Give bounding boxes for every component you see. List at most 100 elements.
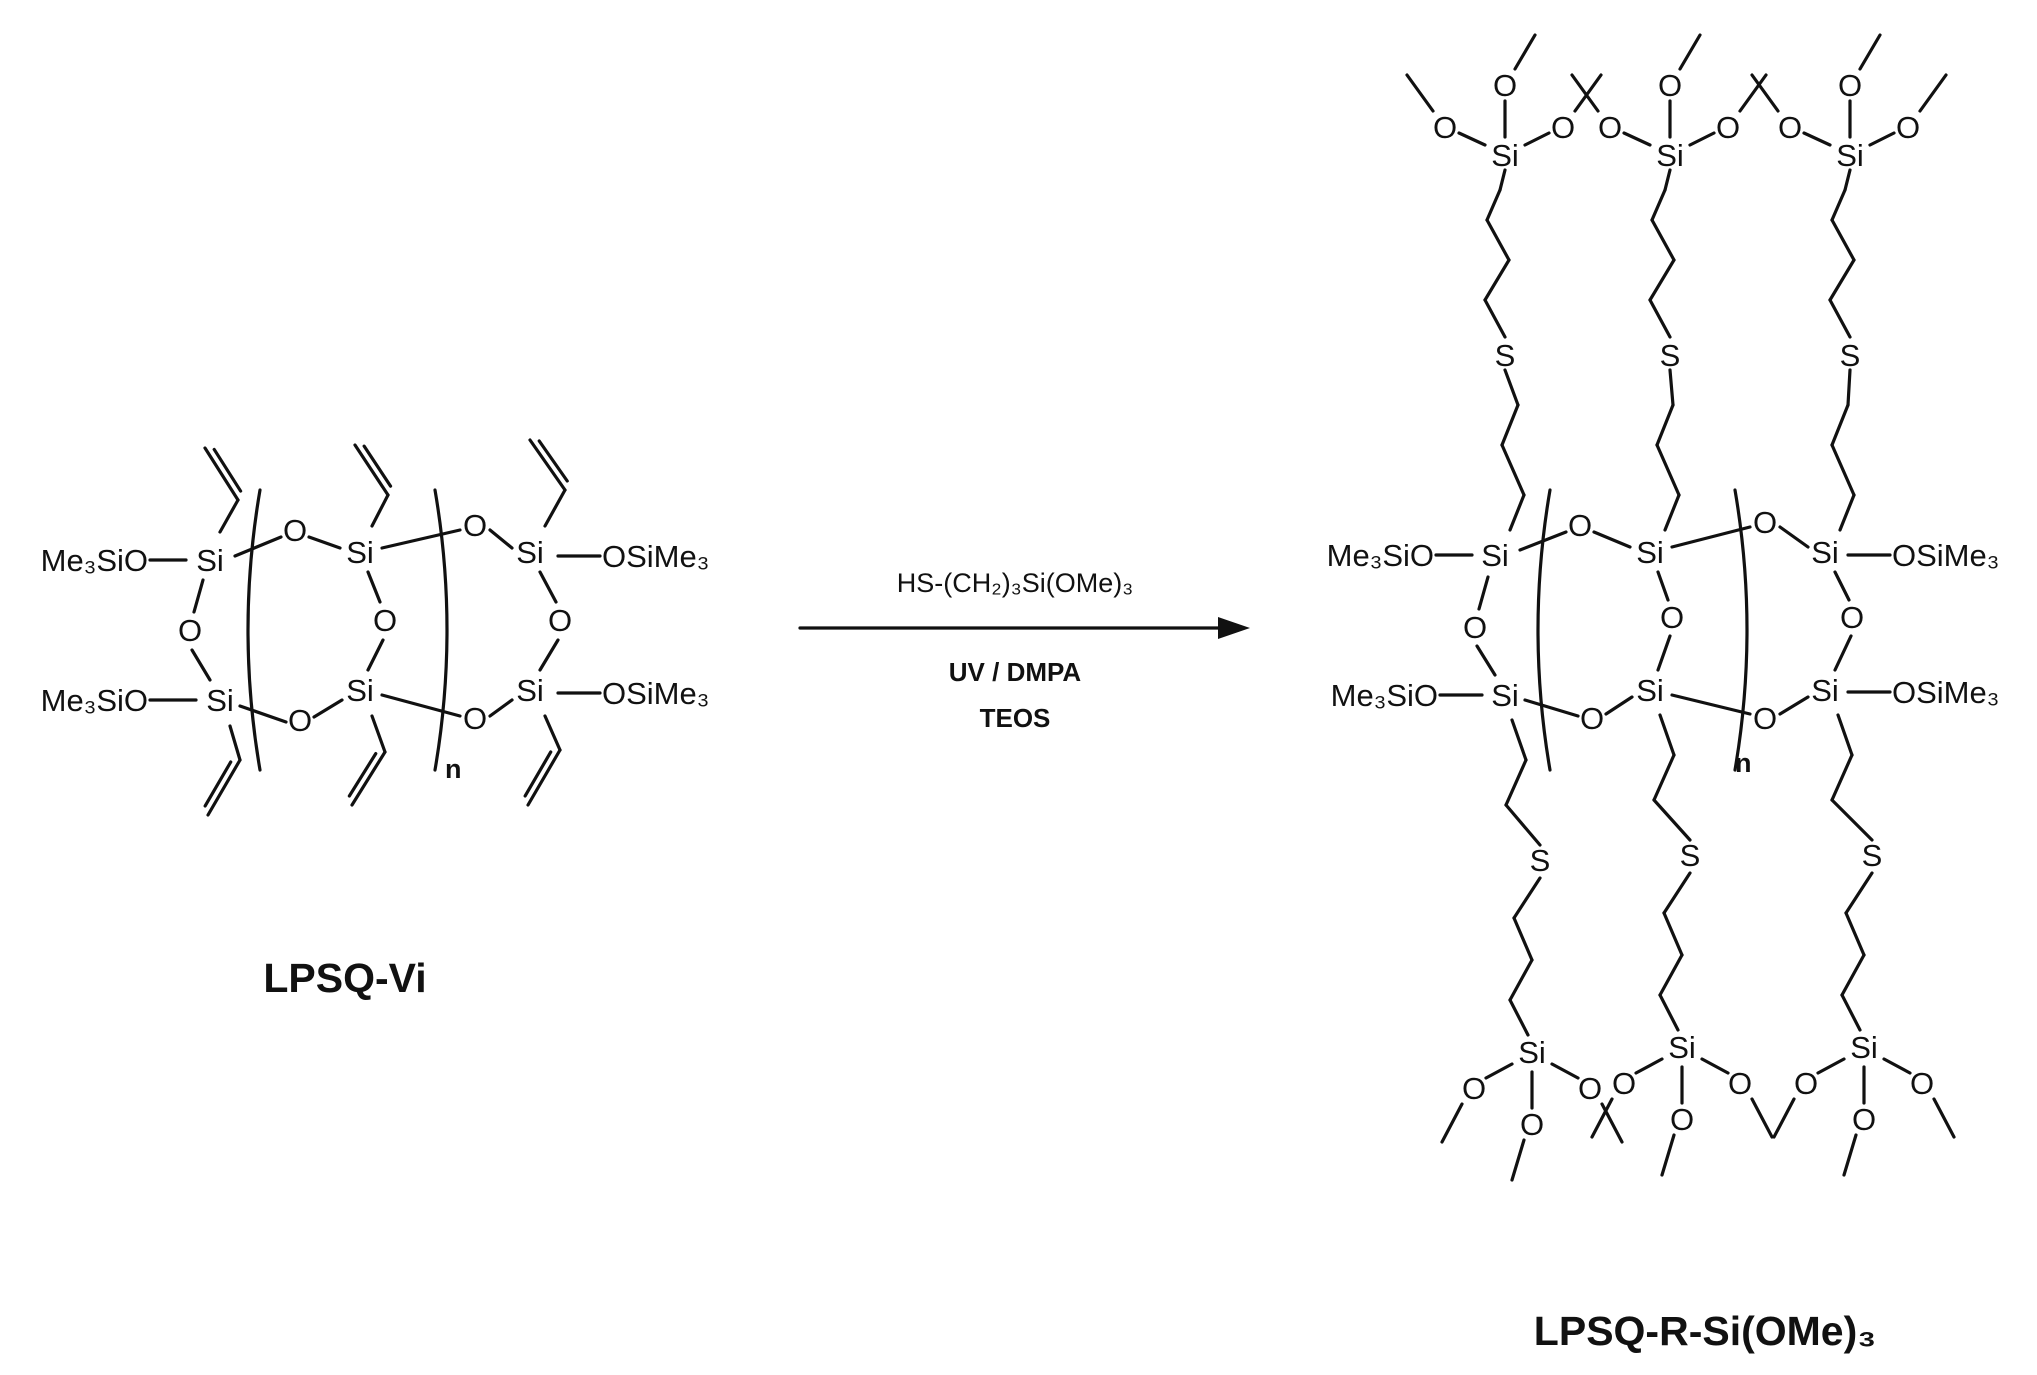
- reaction-arrow: [798, 617, 1250, 639]
- bond: [1604, 695, 1634, 716]
- bond: [1778, 695, 1810, 716]
- bond: [1662, 871, 1692, 915]
- bond: [1846, 368, 1852, 407]
- oxygen-atom: O: [1658, 68, 1682, 103]
- bond: [1508, 998, 1530, 1037]
- bond: [1405, 73, 1435, 113]
- bond: [238, 704, 288, 724]
- sulfur-atom: S: [1660, 338, 1681, 373]
- trimethylsiloxy-group: OSiMe₃: [602, 676, 709, 711]
- bond: [312, 698, 344, 719]
- silicon-atom: Si: [1491, 138, 1519, 173]
- bond: [1498, 168, 1507, 192]
- silicon-atom: Si: [1811, 535, 1839, 570]
- oxygen-atom: O: [1896, 110, 1920, 145]
- bond: [1772, 1097, 1796, 1139]
- bond: [1836, 713, 1854, 757]
- bond: [233, 535, 283, 558]
- bond: [1590, 1097, 1614, 1139]
- bond: [1750, 1097, 1774, 1139]
- vinyl-bond: [203, 446, 240, 502]
- oxygen-atom: O: [1551, 110, 1575, 145]
- silicon-atom: Si: [516, 535, 544, 570]
- bond: [543, 488, 567, 528]
- bond: [1503, 368, 1520, 407]
- silicon-atom: Si: [1850, 1030, 1878, 1065]
- vinyl-bond: [537, 439, 569, 483]
- bond: [1662, 911, 1684, 957]
- bond: [1513, 33, 1537, 71]
- bond: [1523, 131, 1551, 147]
- bond: [1550, 1062, 1580, 1080]
- oxygen-atom: O: [1778, 110, 1802, 145]
- bond: [1650, 218, 1676, 262]
- oxygen-atom: O: [1910, 1066, 1934, 1101]
- bond: [1750, 73, 1780, 113]
- bond: [1918, 73, 1948, 113]
- bond: [1655, 443, 1681, 497]
- silicon-atom: Si: [1491, 678, 1519, 713]
- bond: [307, 535, 342, 550]
- oxygen-atom: O: [288, 703, 312, 738]
- oxygen-atom: O: [178, 613, 202, 648]
- bond: [1500, 403, 1520, 447]
- bond: [1833, 634, 1853, 672]
- oxygen-atom: O: [548, 603, 572, 638]
- bond: [1510, 1138, 1526, 1182]
- sulfur-atom: S: [1495, 338, 1516, 373]
- bond: [1485, 188, 1502, 222]
- oxygen-atom: O: [1462, 1071, 1486, 1106]
- sulfur-atom: S: [1530, 843, 1551, 878]
- oxygen-atom: O: [1840, 600, 1864, 635]
- bond: [192, 578, 205, 614]
- silicon-atom: Si: [206, 683, 234, 718]
- vinyl-bond: [526, 748, 562, 807]
- bond: [380, 528, 462, 550]
- bond: [1932, 1097, 1956, 1139]
- bond: [1830, 798, 1874, 842]
- bond: [1622, 131, 1652, 147]
- bond: [1573, 73, 1603, 113]
- oxygen-atom: O: [1852, 1102, 1876, 1137]
- bond: [1510, 718, 1528, 762]
- bond: [1508, 958, 1534, 1002]
- reagent-label: HS-(CH₂)₃Si(OMe)₃: [897, 568, 1133, 598]
- oxygen-atom: O: [1838, 68, 1862, 103]
- bond: [1652, 798, 1692, 842]
- silicon-atom: Si: [1656, 138, 1684, 173]
- bond: [1484, 1062, 1514, 1080]
- oxygen-atom: O: [463, 701, 487, 736]
- bond: [538, 570, 558, 604]
- vinyl-bond: [206, 758, 242, 817]
- bond: [366, 570, 382, 604]
- bond: [1738, 73, 1768, 113]
- conditions-uv-dmpa: UV / DMPA: [949, 657, 1082, 687]
- bond: [1508, 493, 1526, 532]
- silicon-atom: Si: [1518, 1035, 1546, 1070]
- bond: [1650, 188, 1667, 222]
- bond: [1700, 1057, 1730, 1075]
- bond: [1670, 693, 1752, 716]
- bond: [1504, 758, 1528, 807]
- bond: [538, 638, 560, 672]
- bond: [1688, 131, 1716, 147]
- bond: [1830, 188, 1847, 222]
- bond: [1833, 570, 1851, 602]
- bond: [190, 648, 212, 682]
- repeat-index-n: n: [445, 754, 462, 784]
- bond: [1828, 258, 1856, 302]
- right-bracket: [1733, 488, 1749, 772]
- trimethylsiloxy-group: Me₃SiO: [41, 683, 148, 718]
- silicon-atom: Si: [196, 543, 224, 578]
- bond: [370, 714, 387, 754]
- bond: [543, 714, 562, 752]
- bond: [1670, 525, 1752, 549]
- product-name: LPSQ-R-Si(OMe)₃: [1534, 1308, 1876, 1354]
- silicon-atom: Si: [346, 535, 374, 570]
- bond: [1658, 953, 1684, 997]
- right-bracket: [433, 488, 449, 772]
- trimethylsiloxy-group: Me₃SiO: [1327, 538, 1434, 573]
- silicon-atom: Si: [516, 673, 544, 708]
- left-bracket: [1536, 488, 1552, 772]
- conditions-teos: TEOS: [980, 703, 1051, 733]
